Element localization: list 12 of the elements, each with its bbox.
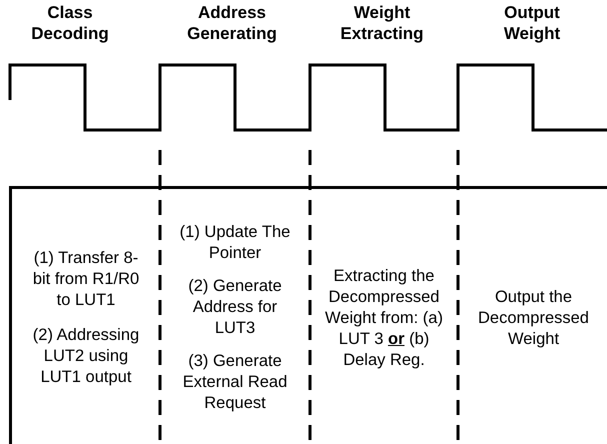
stage-description: Extracting the Decompressed Weight from: (a) LUT 3 or (b) Delay Reg. [324,266,444,370]
stage-heading: Class Decoding [30,2,110,44]
stage-heading: Output Weight [502,2,562,44]
stage-heading: Address Generating [186,2,278,44]
stage-description: (2) Generate Address for LUT3 [187,276,283,339]
stage-description: Output the Decompressed Weight [477,286,590,350]
stage-description: (3) Generate External Read Request [182,351,288,414]
stage-description: (1) Update The Pointer [178,222,292,264]
stage-description: (2) Addressing LUT2 using LUT1 output [32,325,140,388]
stage-frame [9,186,607,444]
stage-description: (1) Transfer 8-bit from R1/R0 to LUT1 [32,248,140,311]
stage-heading: Weight Extracting [339,2,425,44]
